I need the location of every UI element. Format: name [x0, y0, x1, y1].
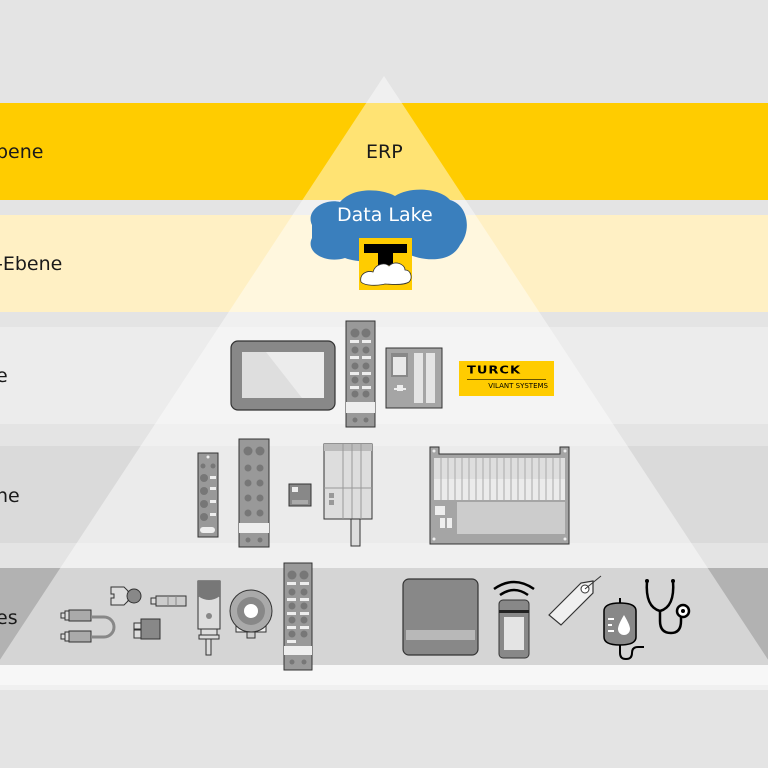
connector-icon: [150, 595, 187, 607]
plc-module-icon: [323, 443, 373, 547]
rfid-reader-icon: [110, 586, 142, 606]
turck-vilant-logo: TURCK VILANT SYSTEMS: [459, 361, 554, 396]
handheld-reader-icon: [493, 580, 535, 659]
turck-t-logo-icon: [359, 238, 412, 290]
rfid-antenna-icon: [402, 578, 479, 656]
iv-bag-icon: [603, 598, 644, 661]
io-module-icon: [345, 320, 376, 428]
level-band-1: [0, 103, 768, 200]
stethoscope-icon: [645, 579, 691, 635]
data-lake-label: Data Lake: [337, 204, 433, 226]
tag-icon: [548, 575, 602, 626]
level-label-1: bene: [0, 141, 44, 163]
level-band-4: [0, 446, 768, 543]
level-label-5: es: [0, 607, 18, 629]
level-band-5: [0, 568, 768, 665]
hmi-panel-icon: [230, 340, 336, 411]
level-label-2: -Ebene: [0, 253, 63, 275]
connector-box-icon: [288, 483, 312, 507]
ultrasonic-sensor-icon: [229, 589, 273, 639]
io-module-icon: [283, 562, 313, 671]
level-band-3: [0, 327, 768, 424]
valve-icon: [133, 618, 161, 640]
erp-label: ERP: [366, 141, 403, 163]
bottom-strip: [0, 665, 768, 685]
io-block-small-icon: [197, 452, 219, 538]
cable-icon: [60, 609, 116, 643]
rack-system-icon: [429, 446, 570, 545]
data-lake-cloud-icon: [310, 189, 467, 262]
controller-icon: [385, 347, 443, 409]
sensor-icon: [197, 580, 221, 656]
logo-subtext: VILANT SYSTEMS: [488, 382, 548, 390]
io-block-icon: [238, 438, 270, 548]
level-label-3: e: [0, 365, 8, 387]
level-label-4: ne: [0, 485, 20, 507]
logo-text: TURCK: [467, 364, 522, 377]
